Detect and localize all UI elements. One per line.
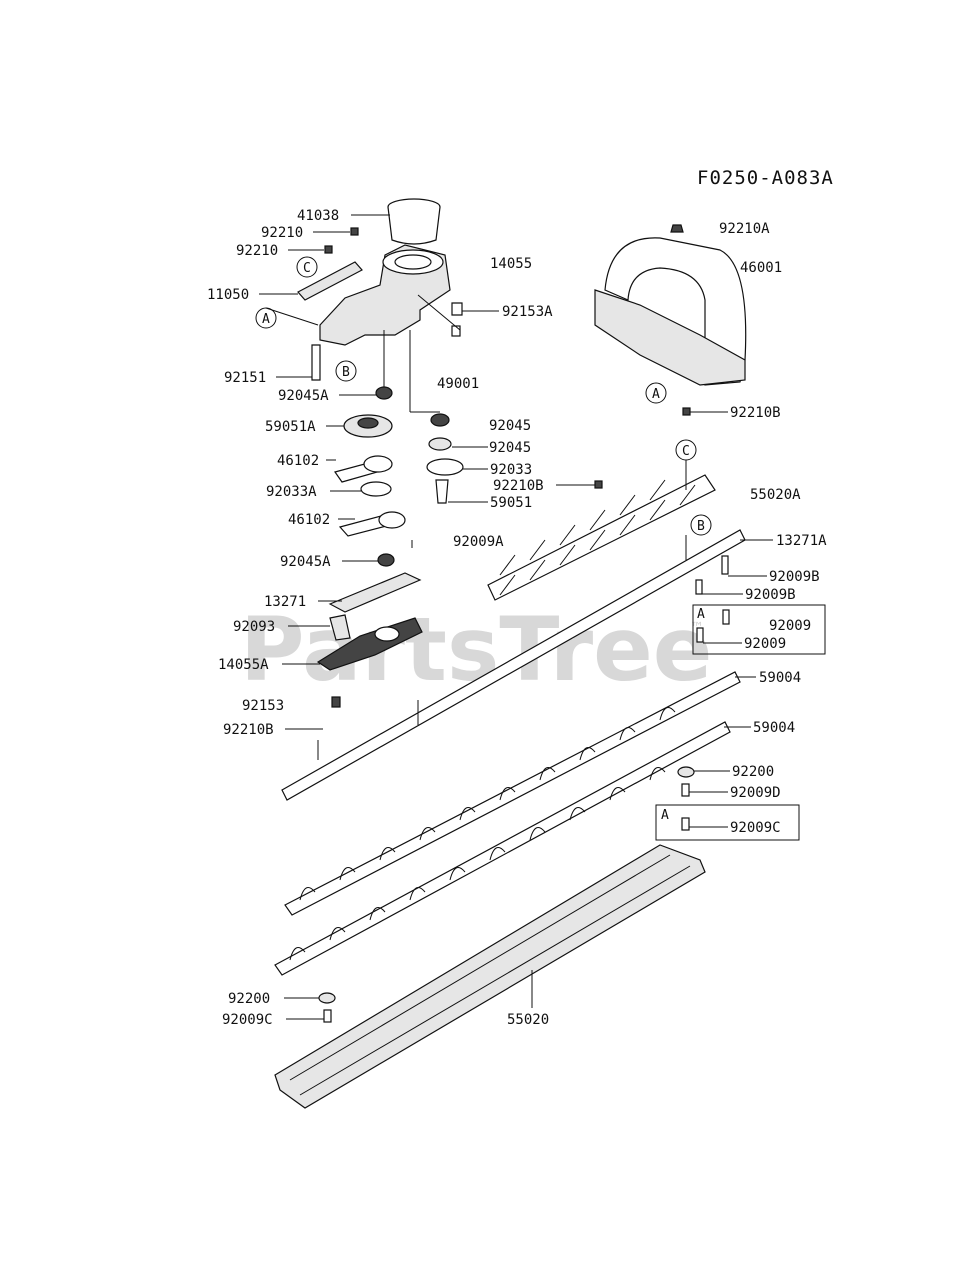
part-11050-drawing	[297, 261, 363, 301]
part-14055-drawing	[319, 244, 451, 346]
gear-59051A-drawing	[343, 414, 393, 438]
nut-92210B-b	[682, 407, 691, 416]
label-49001: 49001	[437, 376, 479, 392]
label-92033A: 92033A	[266, 484, 317, 500]
label-92151: 92151	[224, 370, 266, 386]
label-92009A: 92009A	[453, 534, 504, 550]
label-92009C-b: 92009C	[222, 1012, 273, 1028]
shaft-59051-drawing	[435, 479, 449, 504]
screw-92009B-b	[695, 579, 703, 595]
guard-46001-drawing	[594, 224, 747, 386]
ref-circle-b1	[335, 360, 357, 382]
label-92153: 92153	[242, 698, 284, 714]
blade-59004-a-drawing	[284, 671, 741, 916]
bolt-92153-drawing	[331, 696, 341, 708]
label-92009-b: 92009	[744, 636, 786, 652]
nut-92210-a	[350, 227, 359, 236]
label-92045A-b: 92045A	[280, 554, 331, 570]
label-92009B-b: 92009B	[745, 587, 796, 603]
label-41038: 41038	[297, 208, 339, 224]
label-92033: 92033	[490, 462, 532, 478]
label-14055: 14055	[490, 256, 532, 272]
bolt-92153A-drawing	[451, 302, 463, 316]
label-92210-a: 92210	[261, 225, 303, 241]
label-92210B-b: 92210B	[730, 405, 781, 421]
ref-circle-a1-text: A	[262, 312, 270, 327]
rod-46102-a-drawing	[334, 455, 393, 483]
ref-circle-b1-text: B	[342, 365, 350, 380]
ref-circle-a2-text: A	[652, 387, 660, 402]
label-92009D: 92009D	[730, 785, 781, 801]
housing-14055A-drawing	[316, 617, 423, 671]
label-59004-b: 59004	[753, 720, 795, 736]
screw-92009C-a	[681, 817, 690, 831]
label-46102-a: 46102	[277, 453, 319, 469]
label-92045-a: 92045	[489, 418, 531, 434]
ring-92033-drawing	[426, 458, 464, 476]
label-13271A: 13271A	[776, 533, 827, 549]
plate-13271-drawing	[328, 572, 422, 613]
label-92200-b: 92200	[228, 991, 270, 1007]
ref-box-92009C	[655, 804, 800, 841]
label-55020A: 55020A	[750, 487, 801, 503]
ring-92033A-drawing	[360, 481, 392, 497]
ref-circle-c1-text: C	[303, 261, 311, 276]
screw-92009B-a	[721, 555, 729, 575]
part-labels: 41038 92210 92210 14055 11050 92153A 921…	[207, 208, 827, 1028]
washer-92200-a	[677, 766, 695, 778]
label-92210B-c: 92210B	[493, 478, 544, 494]
label-59004-a: 59004	[759, 670, 801, 686]
nut-92210-b	[324, 245, 333, 254]
nut-92210B-c	[594, 480, 603, 489]
ref-box-label-a1: A	[697, 607, 705, 622]
label-92009C-a: 92009C	[730, 820, 781, 836]
label-92009B-a: 92009B	[769, 569, 820, 585]
screw-92009-a	[722, 609, 730, 625]
label-92153A: 92153A	[502, 304, 553, 320]
screw-92009C-b	[323, 1009, 332, 1023]
bolt-92151-drawing	[311, 344, 321, 381]
label-92009-a: 92009	[769, 618, 811, 634]
label-92045A-a: 92045A	[278, 388, 329, 404]
bearing-92045A-b	[377, 553, 395, 567]
bearing-92045-a	[430, 413, 450, 427]
blade-55020A-drawing	[487, 474, 716, 601]
label-92093: 92093	[233, 619, 275, 635]
part-41038-drawing	[387, 198, 441, 245]
label-59051A: 59051A	[265, 419, 316, 435]
label-59051: 59051	[490, 495, 532, 511]
ref-circle-c2-text: C	[682, 444, 690, 459]
label-14055A: 14055A	[218, 657, 269, 673]
ref-circle-c1	[296, 256, 318, 278]
label-92200-a: 92200	[732, 764, 774, 780]
scabbard-55020-drawing	[274, 844, 706, 1109]
screw-92009D	[681, 783, 690, 797]
label-92210B-a: 92210B	[223, 722, 274, 738]
ref-box-label-a2: A	[661, 808, 669, 823]
screw-92009-b	[696, 627, 704, 643]
ref-circle-a2	[645, 382, 667, 404]
bearing-92045A-a	[375, 386, 393, 400]
ref-box-92009	[692, 604, 826, 655]
label-46102-b: 46102	[288, 512, 330, 528]
label-13271: 13271	[264, 594, 306, 610]
label-92210A: 92210A	[719, 221, 770, 237]
diagram-code: F0250-A083A	[697, 167, 834, 189]
label-92045-b: 92045	[489, 440, 531, 456]
blade-59004-b-drawing	[274, 721, 731, 976]
label-92210-b: 92210	[236, 243, 278, 259]
part-92093-drawing	[329, 614, 351, 641]
label-55020: 55020	[507, 1012, 549, 1028]
ref-circle-b2-text: B	[697, 519, 705, 534]
rod-46102-b-drawing	[338, 511, 406, 537]
label-11050: 11050	[207, 287, 249, 303]
leader-lines	[259, 214, 773, 1020]
washer-92200-b	[318, 992, 336, 1004]
bearing-92045-b	[428, 437, 452, 451]
label-46001: 46001	[740, 260, 782, 276]
part-49001-drawing	[451, 325, 461, 337]
ref-circle-b2	[690, 514, 712, 536]
